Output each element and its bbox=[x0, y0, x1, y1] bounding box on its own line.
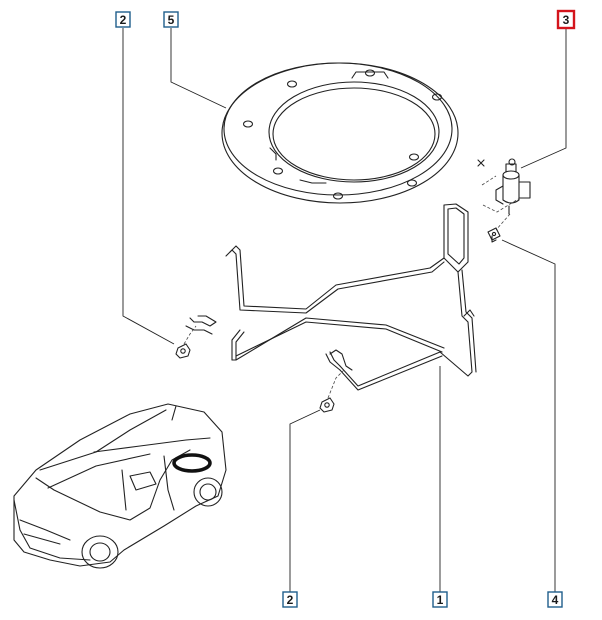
callout-label: 5 bbox=[168, 13, 175, 27]
callout-label: 1 bbox=[437, 593, 444, 607]
callout-2-top[interactable]: 2 bbox=[115, 11, 131, 28]
callout-label: 2 bbox=[120, 13, 127, 27]
callout-4[interactable]: 4 bbox=[547, 591, 563, 608]
part-3-clip[interactable] bbox=[477, 158, 531, 231]
callout-label: 3 bbox=[563, 13, 570, 27]
part-2-nut-lower[interactable] bbox=[319, 369, 345, 413]
callout-label: 4 bbox=[552, 593, 559, 607]
callout-1[interactable]: 1 bbox=[432, 591, 448, 608]
vehicle-location-view bbox=[13, 403, 227, 569]
part-4-bolt[interactable] bbox=[487, 227, 501, 243]
callout-2-bottom[interactable]: 2 bbox=[282, 591, 298, 608]
callout-5[interactable]: 5 bbox=[163, 11, 179, 28]
callout-label: 2 bbox=[287, 593, 294, 607]
part-5-mounting-plate[interactable] bbox=[221, 62, 459, 204]
leader-lines bbox=[122, 28, 567, 592]
part-1-wire-bracket[interactable] bbox=[185, 203, 477, 391]
part-2-nut-upper[interactable] bbox=[175, 343, 191, 359]
callout-3-selected[interactable]: 3 bbox=[556, 9, 576, 30]
